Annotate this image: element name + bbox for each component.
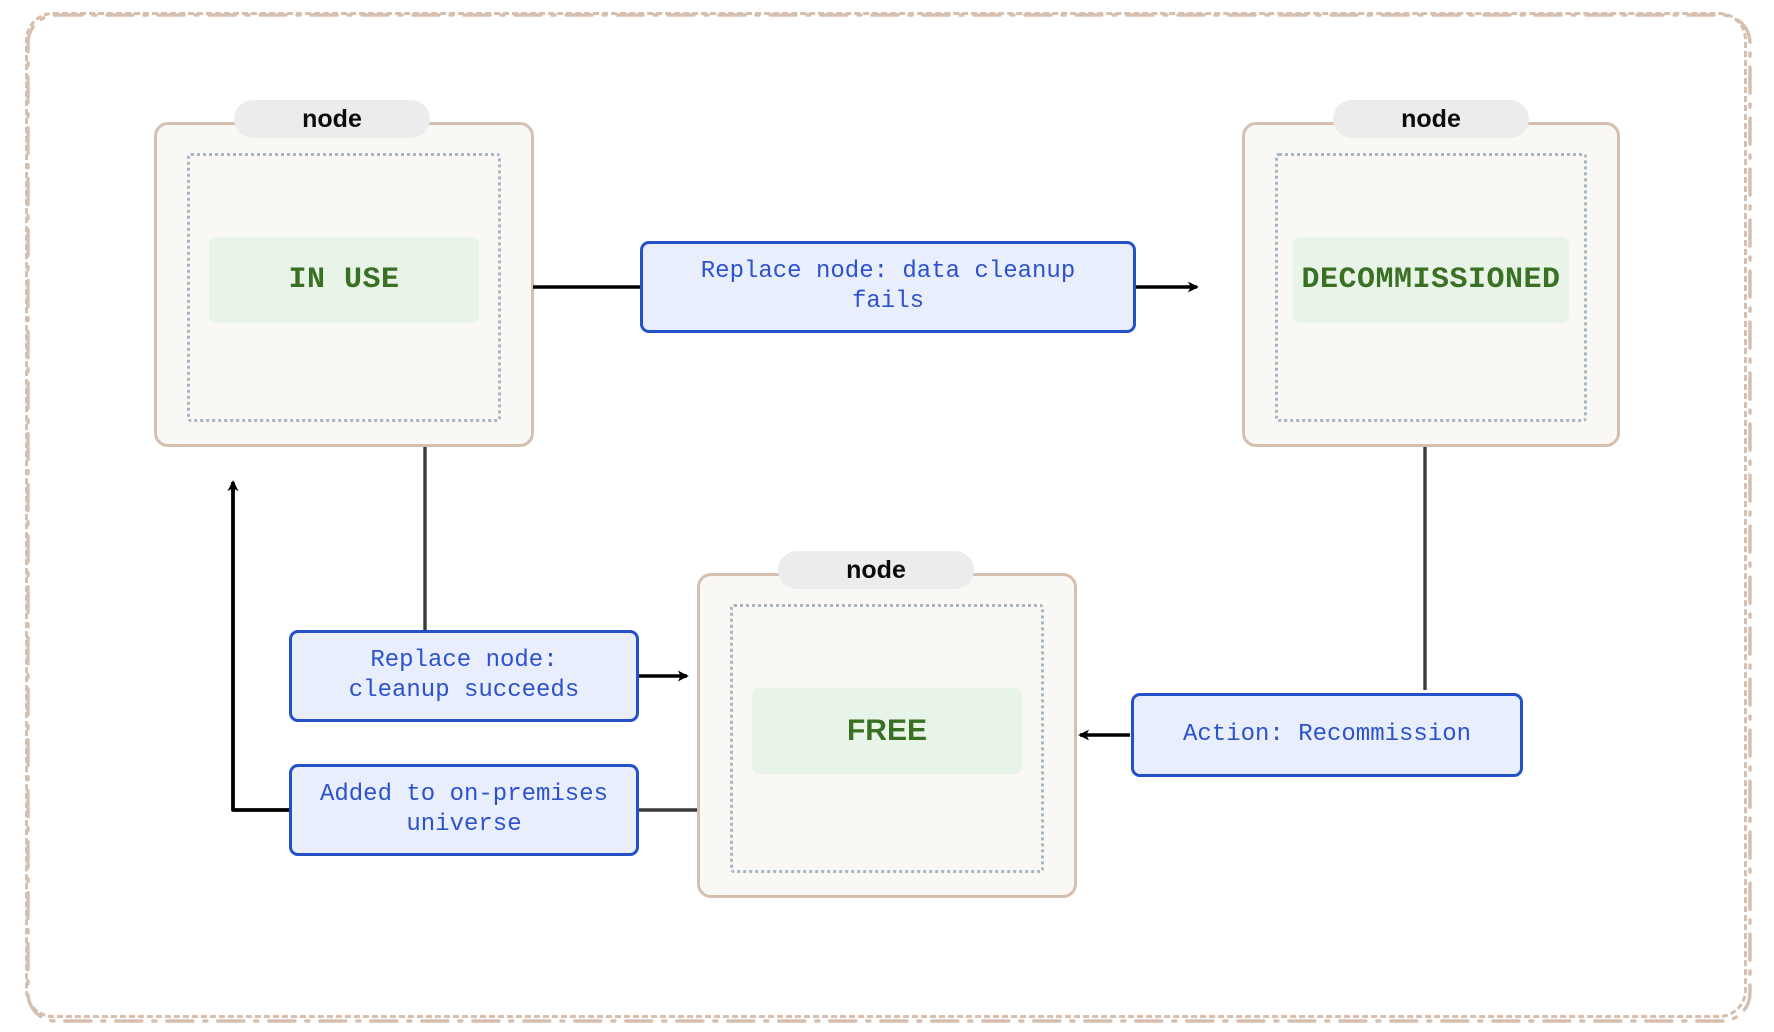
state-group-in-use[interactable]: IN USE xyxy=(154,122,534,447)
group-title-node-in-use: node xyxy=(234,100,430,138)
group-inner-dotted-border xyxy=(730,604,1044,873)
edge-label-added-to-on-premises-universe[interactable]: Added to on-premises universe xyxy=(289,764,639,856)
state-group-decommissioned[interactable]: DECOMMISSIONED xyxy=(1242,122,1620,447)
state-group-free[interactable]: FREE xyxy=(697,573,1077,898)
edge-free-to-in-use xyxy=(227,480,697,812)
state-chip-decommissioned[interactable]: DECOMMISSIONED xyxy=(1293,237,1569,323)
diagram-outer-frame xyxy=(25,12,1752,1023)
edge-decommissioned-to-free xyxy=(1078,447,1427,741)
group-title-node-free: node xyxy=(778,551,974,589)
group-inner-dotted-border xyxy=(1275,153,1587,422)
state-chip-free[interactable]: FREE xyxy=(752,688,1022,774)
group-inner-dotted-border xyxy=(187,153,501,422)
state-chip-in-use[interactable]: IN USE xyxy=(209,237,479,323)
edge-label-action-recommission[interactable]: Action: Recommission xyxy=(1131,693,1523,777)
edge-in-use-to-free xyxy=(423,447,689,682)
group-title-node-decommissioned: node xyxy=(1333,100,1529,138)
edge-label-replace-node-cleanup-succeeds[interactable]: Replace node: cleanup succeeds xyxy=(289,630,639,722)
edge-label-replace-node-data-cleanup-fails[interactable]: Replace node: data cleanup fails xyxy=(640,241,1136,333)
